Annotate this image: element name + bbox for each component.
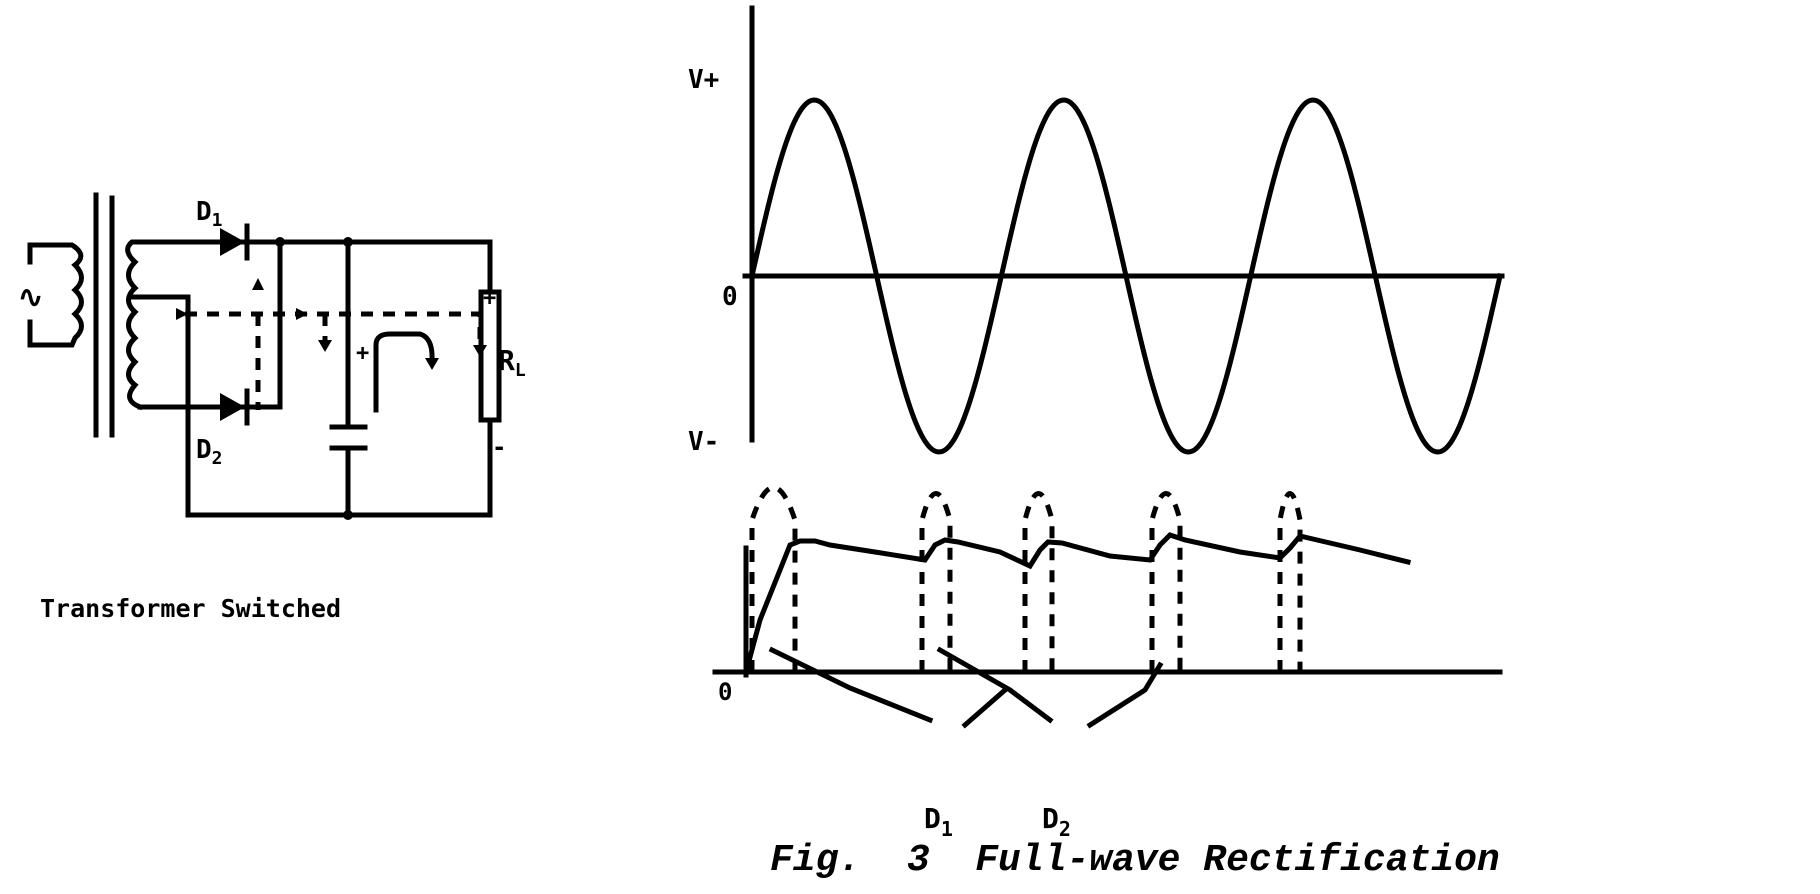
output-zero-label: 0: [718, 678, 732, 706]
d1-pointer: [936, 646, 1054, 724]
load-minus: -: [492, 433, 506, 461]
arrow-right-icon: [176, 308, 188, 320]
d2-curve-label: D2: [1042, 802, 1071, 841]
d2-pointer: [961, 686, 1009, 729]
diode-d2: [220, 388, 250, 426]
d2-pointer: [1086, 661, 1164, 729]
rectified-waveform: 0 D1 D2: [712, 485, 1503, 841]
junction-dot: [275, 237, 285, 247]
ac-waveform: V+ 0 V-: [688, 5, 1505, 457]
arrow-up-icon: [252, 278, 264, 290]
conduction-pulse: [919, 491, 953, 672]
ac-source-icon: ∿: [18, 280, 43, 315]
load-resistor: [478, 289, 502, 423]
ripple-output: [742, 532, 1412, 676]
current-path-arrows: [185, 311, 483, 410]
circuit-caption: Transformer Switched: [40, 594, 341, 623]
vplus-label: V+: [688, 65, 719, 95]
d1-pointer: [768, 646, 934, 724]
arrow-down-icon: [318, 340, 332, 352]
capacitor: [329, 239, 368, 518]
diode-d1: [220, 223, 250, 261]
d1-label: D1: [196, 197, 223, 231]
arrow-right-icon: [296, 308, 308, 320]
arrow-down-icon: [473, 345, 487, 357]
load-plus: +: [483, 286, 496, 311]
conduction-pulse: [749, 485, 798, 672]
d2-label: D2: [196, 435, 223, 469]
conduction-pulse: [1277, 491, 1303, 672]
circuit-diagram: ∿ +: [18, 192, 526, 623]
discharge-arrow-icon: [373, 331, 435, 413]
wire-top: [137, 239, 493, 293]
conduction-pulse: [1022, 491, 1055, 672]
wire-center-tap: [127, 294, 493, 518]
figure-caption: Fig. 3 Full-wave Rectification: [770, 839, 1500, 882]
d1-curve-label: D1: [924, 802, 953, 841]
transformer: [27, 192, 145, 438]
sine-wave: [749, 97, 1503, 455]
zero-label: 0: [722, 282, 738, 312]
diode-conduction-pulses: [749, 485, 1303, 672]
vminus-label: V-: [688, 427, 719, 457]
conduction-pulse: [1149, 491, 1183, 672]
rl-label: RL: [498, 344, 526, 381]
capacitor-plus: +: [356, 341, 369, 366]
